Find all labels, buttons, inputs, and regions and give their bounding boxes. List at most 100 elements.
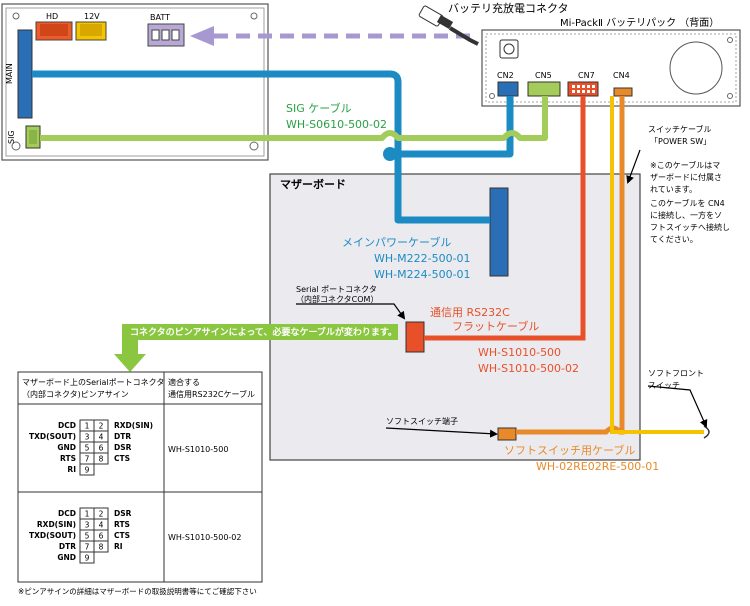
pin-number: 8 [99,455,104,464]
rs232c-cable [424,96,586,341]
cn2-label: CN2 [497,71,514,80]
pin-right-label: CTS [114,454,130,463]
soft-switch-cable-part: WH-02RE02RE-500-01 [536,460,659,473]
pin-box [79,463,95,476]
12v-label: 12V [84,12,100,21]
switch-note-3: れています。 [650,185,697,194]
switch-note-4: このケーブルを CN4 [650,198,725,208]
charge-connector-plug [418,5,479,46]
pin-right-label: RI [114,542,123,551]
pin-right-label: DSR [114,443,132,452]
pin-right-label: DTR [114,432,131,441]
serial-port-label-1: Serial ポートコネクタ [296,285,377,294]
rs232c-part-1: WH-S1010-500 [478,346,561,359]
pin-number: 6 [99,532,104,541]
pin-number: 6 [99,444,104,453]
switch-cable-title-1: スイッチケーブル [648,124,712,134]
pin-right-label: RTS [114,520,130,529]
pin-right-label: DSR [114,509,132,518]
soft-switch-terminal-label: ソフトスイッチ端子 [386,416,458,426]
pin-number: 2 [99,422,104,431]
battery-charge-arrow [190,26,470,46]
main-power-cable [32,70,514,224]
sig-cable-part: WH-S0610-500-02 [286,118,387,131]
pin-number: 3 [85,521,90,530]
battery-pack: CN2 CN5 CN7 CN4 [481,29,741,107]
rs232c-name-1: 通信用 RS232C [430,306,510,319]
table-header-right-1: 適合する [168,377,200,387]
table-header-left-2: （内部コネクタ)ピンアサイン [22,389,129,399]
pin-number: 5 [85,444,90,453]
pin-number: 9 [85,466,90,475]
pin-number: 3 [85,433,90,442]
pin-left-label: RTS [60,454,76,463]
pin-left-label: TXD(SOUT) [29,432,76,441]
pin-left-label: RI [67,465,76,474]
pin-left-label: GND [57,553,76,562]
cn7-label: CN7 [578,71,595,80]
main-power-name: メインパワーケーブル [342,235,451,249]
switch-note-7: てください。 [650,235,698,244]
switch-note-2: ザーボードに付属さ [650,172,722,182]
pin-number: 4 [99,433,104,442]
main-power-part-1: WH-M222-500-01 [374,252,471,265]
hd-label: HD [46,12,58,21]
table-header-right-2: 通信用RS232Cケーブル [168,389,255,399]
pin-right-label: CTS [114,531,130,540]
pin-number: 1 [85,510,90,519]
main-label: MAIN [5,63,14,84]
pc-unit: HD 12V BATT MAIN SIG [1,3,269,161]
pin-box [79,551,95,564]
soft-front-switch [703,425,710,439]
power-sw-cable [610,96,706,434]
pointer-lines [296,149,708,438]
rs232c-name-2: フラットケーブル [452,319,539,333]
soft-switch-cable-name: ソフトスイッチ用ケーブル [504,443,635,457]
sig-cable-name: SIG ケーブル [286,101,352,115]
footnote: ※ピンアサインの詳細はマザーボードの取扱説明書等にてご確認下さい [18,586,257,596]
pin-left-label: DTR [59,542,76,551]
motherboard-title: マザーボード [280,177,346,191]
switch-note-1: ※このケーブルはマ [650,160,720,170]
pin-left-label: TXD(SOUT) [29,531,76,540]
pinout-note: コネクタのピンアサインによって、必要なケーブルが変わります。 [130,326,397,338]
serial-port-label-2: （内部コネクタCOM） [296,294,378,304]
pin-left-label: DCD [58,509,76,518]
pin-number: 7 [85,455,90,464]
pin-number: 9 [85,554,90,563]
soft-front-label-2: スイッチ [648,381,680,390]
cn5-label: CN5 [535,71,552,80]
switch-note-6: フトスイッチへ接続し [650,222,730,232]
pin-table [17,371,263,583]
soft-front-label-1: ソフトフロント [648,369,704,378]
charge-connector-label: バッテリ充放電コネクタ [448,1,569,15]
table-cable-1: WH-S1010-500 [168,445,228,454]
pin-box [93,452,109,465]
pin-right-label: RXD(SIN) [114,421,153,430]
sig-cable [40,96,548,141]
pinout-banner [114,324,398,372]
pin-number: 5 [85,532,90,541]
sig-label: SIG [7,130,16,144]
pin-box [93,540,109,553]
pin-left-label: DCD [58,421,76,430]
table-cable-2: WH-S1010-500-02 [168,533,241,542]
battery-pack-title: Mi-PackⅡ バッテリパック （背面） [560,16,719,29]
pin-number: 7 [85,543,90,552]
pin-number: 8 [99,543,104,552]
rs232c-part-2: WH-S1010-500-02 [478,362,579,375]
pin-left-label: GND [57,443,76,452]
cn4-label: CN4 [613,71,630,80]
batt-label: BATT [150,13,170,22]
switch-note-5: に接続し、一方をソ [650,210,722,220]
pin-number: 1 [85,422,90,431]
switch-cable-title-2: 「POWER SW」 [650,137,711,146]
pin-left-label: RXD(SIN) [37,520,76,529]
table-header-left-1: マザーボード上のSerialポートコネクタ [22,378,164,387]
main-power-part-2: WH-M224-500-01 [374,268,471,281]
cable-junction [383,147,397,161]
pin-number: 2 [99,510,104,519]
pin-number: 4 [99,521,104,530]
